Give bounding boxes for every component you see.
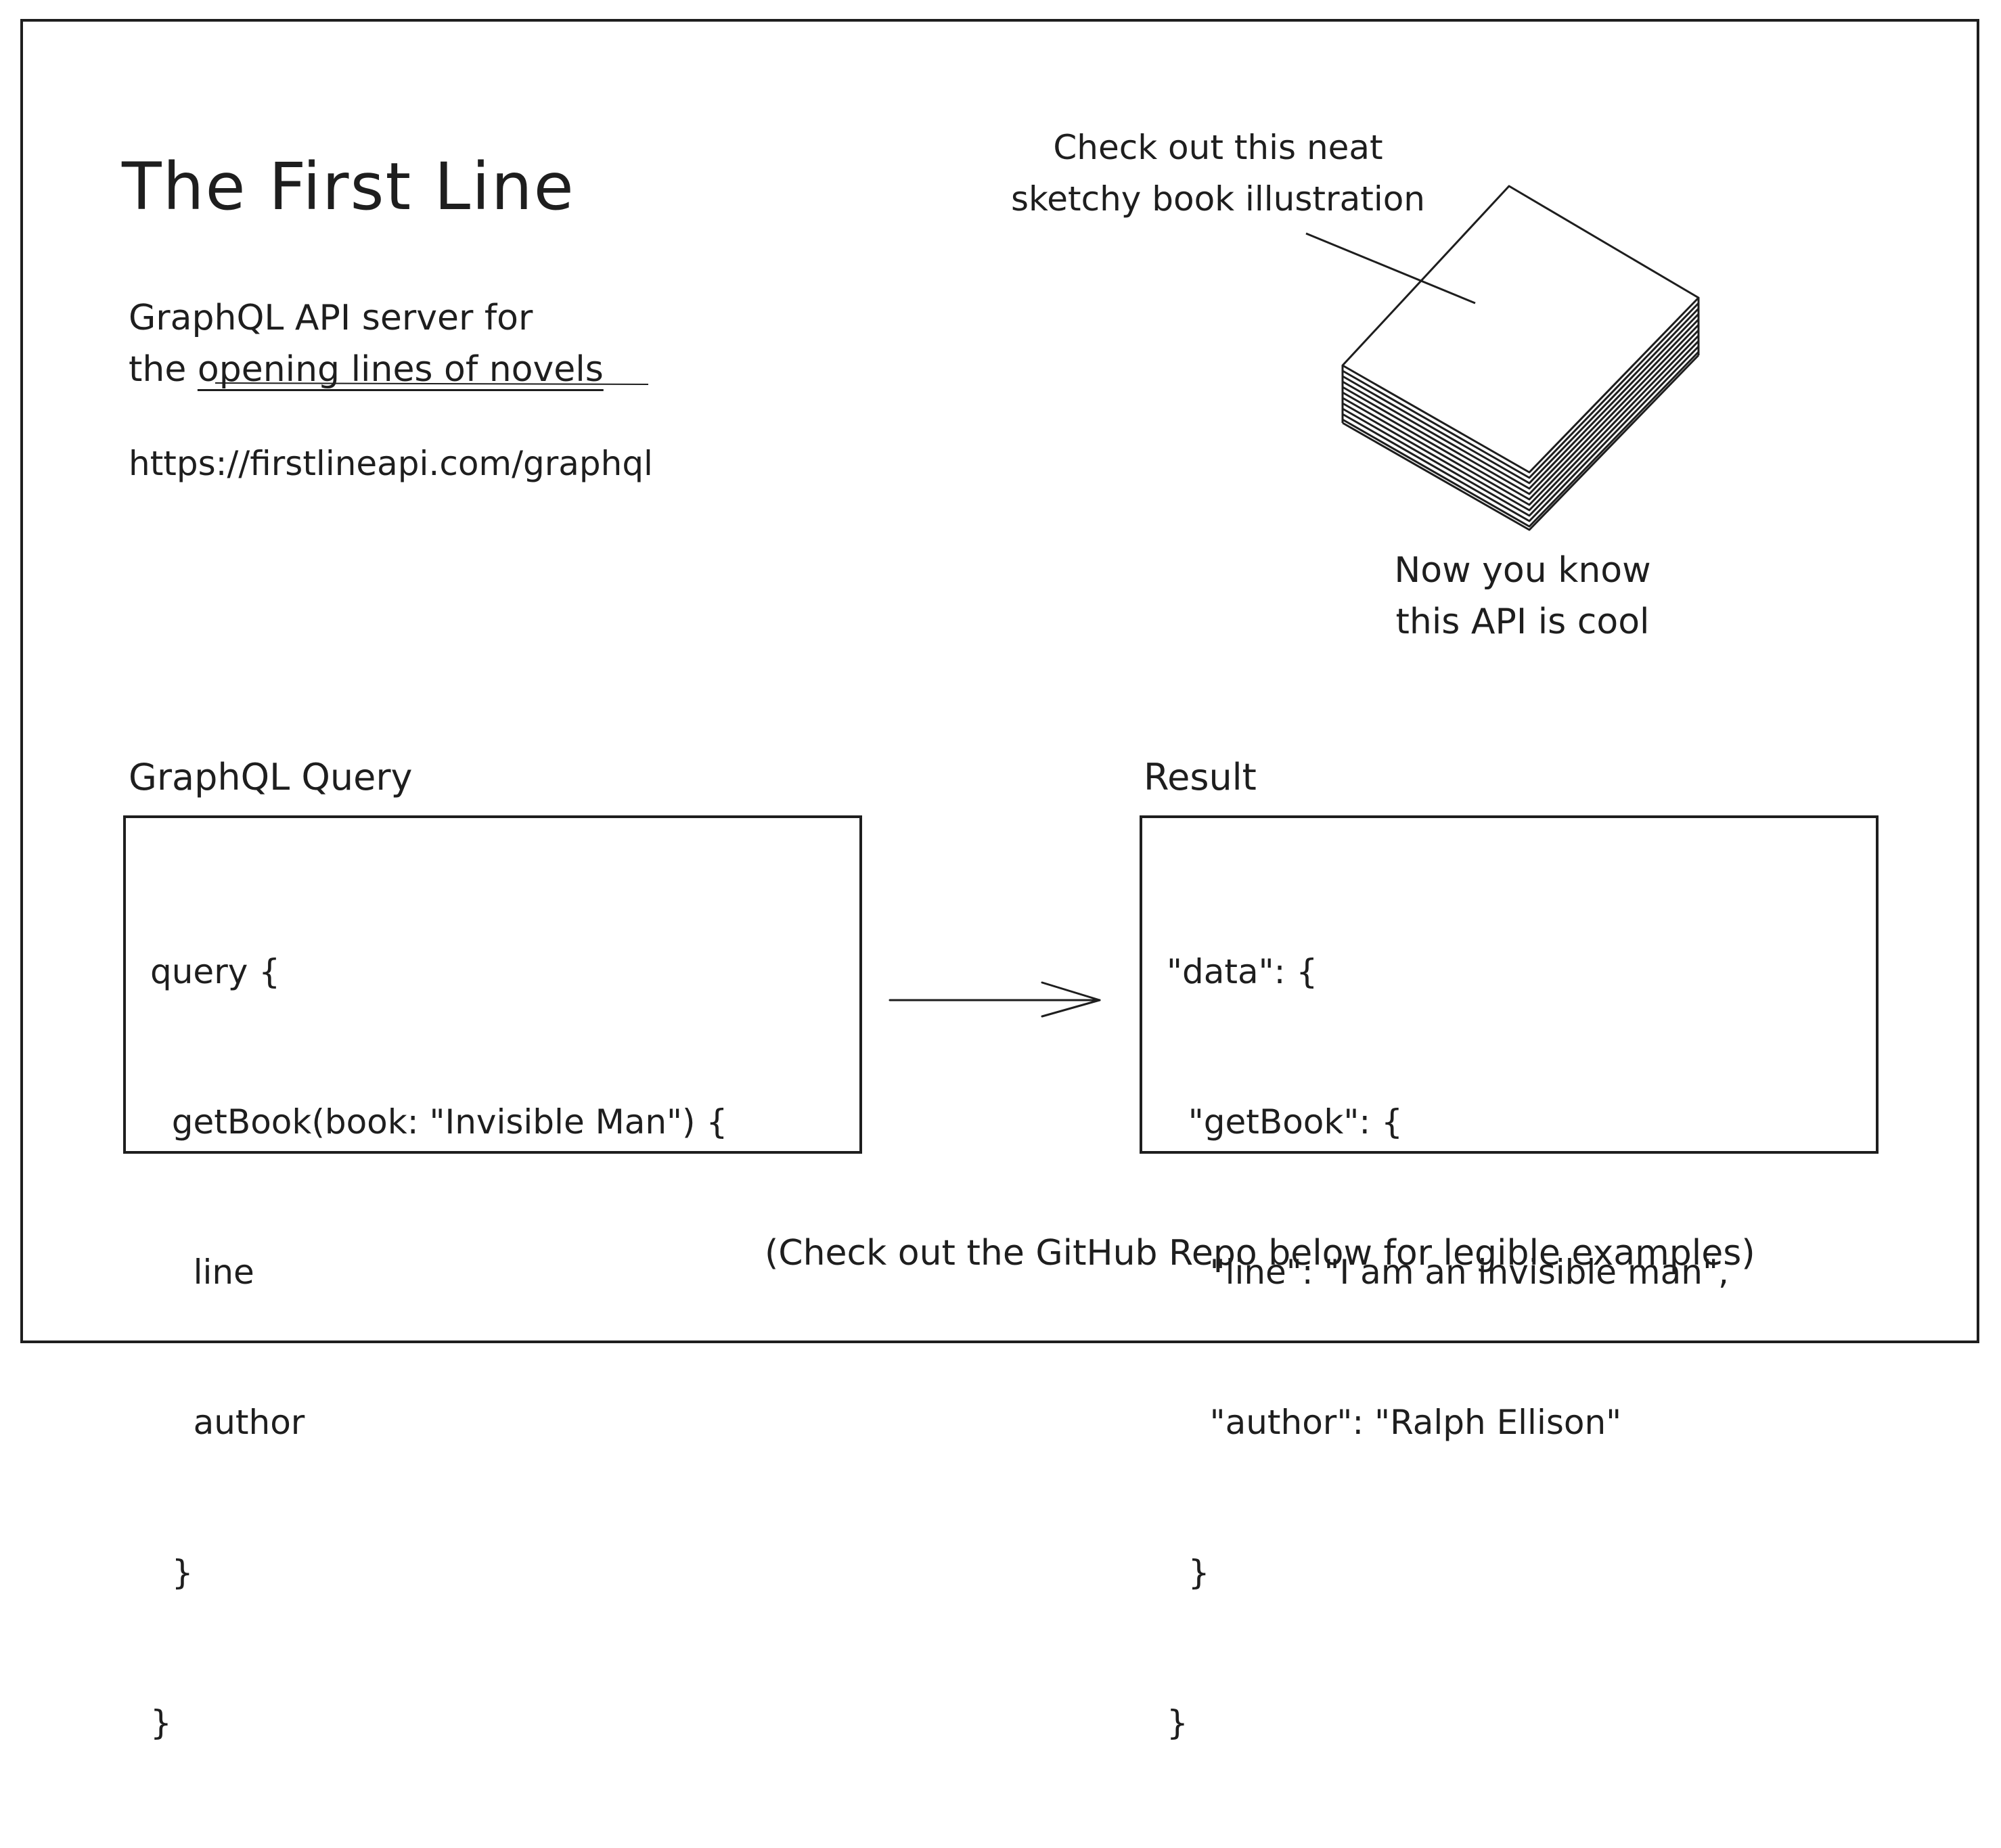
book-callout-top-line-1: Check out this neat bbox=[1053, 128, 1383, 167]
code-line: } bbox=[1167, 1703, 1188, 1742]
canvas-frame bbox=[20, 19, 1979, 1343]
book-pages bbox=[1341, 298, 1700, 531]
arrow-query-to-result bbox=[889, 981, 1101, 1018]
footer-note: (Check out the GitHub Repo below for leg… bbox=[765, 1233, 1755, 1274]
subtitle-underline-stroke bbox=[215, 382, 649, 385]
book-callout-top: Check out this neat sketchy book illustra… bbox=[961, 122, 1475, 225]
arrow-head-lower bbox=[1041, 999, 1101, 1018]
query-panel: query { getBook(book: "Invisible Man") {… bbox=[123, 815, 862, 1742]
code-line: query { bbox=[150, 952, 281, 991]
code-line: "author": "Ralph Ellison" bbox=[1167, 1403, 1622, 1442]
code-line: } bbox=[1167, 1553, 1210, 1592]
result-code: "data": { "getBook": { "line": "I am an … bbox=[1167, 847, 1729, 1848]
subtitle-line-1: GraphQL API server for bbox=[129, 298, 533, 338]
api-url: https://firstlineapi.com/graphql bbox=[129, 444, 653, 483]
result-panel-label: Result bbox=[1144, 756, 1257, 798]
book-callout-bottom-line-2: this API is cool bbox=[1395, 602, 1650, 642]
result-panel: "data": { "getBook": { "line": "I am an … bbox=[1140, 815, 1879, 1742]
arrow-head-upper bbox=[1041, 981, 1101, 1001]
callout-pointer-line bbox=[1305, 232, 1476, 305]
code-line: author bbox=[150, 1403, 305, 1442]
code-line: getBook(book: "Invisible Man") { bbox=[150, 1102, 728, 1142]
book-callout-bottom-line-1: Now you know bbox=[1394, 550, 1651, 591]
query-code: query { getBook(book: "Invisible Man") {… bbox=[150, 847, 727, 1848]
query-panel-label: GraphQL Query bbox=[129, 756, 413, 798]
code-line: "getBook": { bbox=[1167, 1102, 1403, 1142]
code-line: "data": { bbox=[1167, 952, 1318, 991]
code-line: "line": "I am an invisible man", bbox=[1167, 1253, 1729, 1292]
book-callout-bottom: Now you know this API is cool bbox=[1347, 545, 1699, 648]
book-illustration bbox=[1341, 185, 1700, 531]
subtitle-line-2-prefix: the bbox=[129, 349, 198, 390]
code-line: } bbox=[150, 1553, 194, 1592]
code-line: line bbox=[150, 1253, 254, 1292]
sketch-layer bbox=[215, 185, 1700, 1018]
page-title: The First Line bbox=[122, 149, 575, 225]
code-line: } bbox=[150, 1703, 172, 1742]
book-callout-top-line-2: sketchy book illustration bbox=[1010, 179, 1425, 219]
